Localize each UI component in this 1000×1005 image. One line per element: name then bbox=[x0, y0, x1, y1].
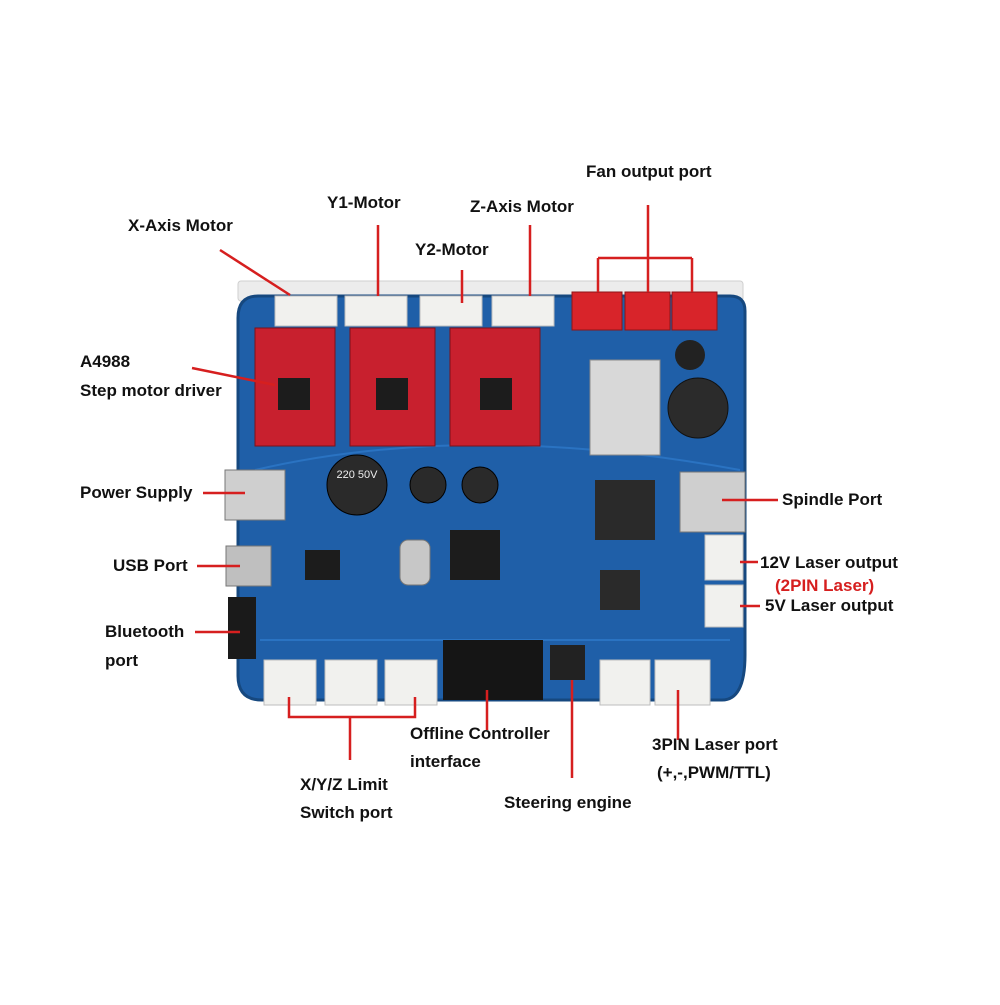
capacitor-icon bbox=[675, 340, 705, 370]
a4988-chip-y bbox=[376, 378, 408, 410]
fan-output-label: Fan output port bbox=[586, 162, 712, 181]
limit-switch-label-line2: Switch port bbox=[300, 803, 393, 822]
a4988-chip-z bbox=[480, 378, 512, 410]
y1-motor-label: Y1-Motor bbox=[327, 193, 401, 212]
laser-5v-connector bbox=[704, 584, 744, 628]
limit-callout bbox=[287, 697, 417, 760]
laser-12v-label: 12V Laser output bbox=[760, 553, 898, 572]
offline-controller-label-line2: interface bbox=[410, 752, 481, 771]
callout-lines bbox=[191, 205, 778, 778]
y1-motor-connector bbox=[344, 295, 408, 327]
small-capacitor-2 bbox=[461, 466, 499, 504]
limit-switch-label-line1: X/Y/Z Limit bbox=[300, 775, 388, 794]
spindle-connector bbox=[679, 471, 746, 533]
fan-connector-2 bbox=[624, 291, 671, 331]
small-capacitor-1 bbox=[409, 466, 447, 504]
offline-controller-label-line1: Offline Controller bbox=[410, 724, 550, 743]
offline-controller-header bbox=[443, 640, 543, 700]
inductor-icon bbox=[667, 377, 729, 439]
mosfet-2 bbox=[600, 570, 640, 610]
steering-header bbox=[550, 645, 585, 680]
spindle-port-label: Spindle Port bbox=[782, 490, 883, 509]
y2-motor-label: Y2-Motor bbox=[415, 240, 489, 259]
bluetooth-label-line2: port bbox=[105, 651, 139, 670]
y-limit-connector bbox=[324, 659, 378, 706]
bluetooth-label-line1: Bluetooth bbox=[105, 622, 185, 641]
laser-3pin-label-line1: 3PIN Laser port bbox=[652, 735, 778, 754]
z-motor-connector bbox=[491, 295, 555, 327]
a4988-callout bbox=[191, 366, 276, 387]
laser-12v-note: (2PIN Laser) bbox=[775, 576, 875, 595]
a4988-label-line2: Step motor driver bbox=[80, 381, 222, 400]
big-capacitor bbox=[326, 454, 388, 516]
bluetooth-header bbox=[228, 597, 256, 659]
laser-3pin-connector-1 bbox=[599, 659, 651, 706]
x-motor-connector bbox=[274, 295, 338, 327]
laser-3pin-connector-2 bbox=[654, 659, 711, 706]
x-callout bbox=[219, 248, 291, 297]
z-axis-motor-label: Z-Axis Motor bbox=[470, 197, 574, 216]
fan-connector-1 bbox=[571, 291, 623, 331]
usb-port-label: USB Port bbox=[113, 556, 188, 575]
microcontroller-chip-icon bbox=[450, 530, 500, 580]
steering-engine-label: Steering engine bbox=[504, 793, 632, 812]
z-limit-connector bbox=[384, 659, 438, 706]
laser-12v-connector bbox=[704, 534, 744, 581]
fan-callout bbox=[596, 205, 694, 292]
regulator-heatsink bbox=[589, 359, 661, 456]
x-axis-motor-label: X-Axis Motor bbox=[128, 216, 233, 235]
y2-motor-connector bbox=[419, 295, 483, 327]
crystal-icon bbox=[399, 539, 431, 586]
laser-3pin-label-line2: (+,-,PWM/TTL) bbox=[657, 763, 771, 782]
a4988-chip-x bbox=[278, 378, 310, 410]
fan-connector-3 bbox=[671, 291, 718, 331]
big-capacitor-label: 220 50V bbox=[337, 469, 379, 481]
laser-5v-label: 5V Laser output bbox=[765, 596, 894, 615]
ic-chip-small bbox=[305, 550, 340, 580]
power-supply-label: Power Supply bbox=[80, 483, 193, 502]
mosfet-1 bbox=[595, 480, 655, 540]
a4988-label-line1: A4988 bbox=[80, 352, 131, 371]
power-jack bbox=[224, 469, 286, 521]
